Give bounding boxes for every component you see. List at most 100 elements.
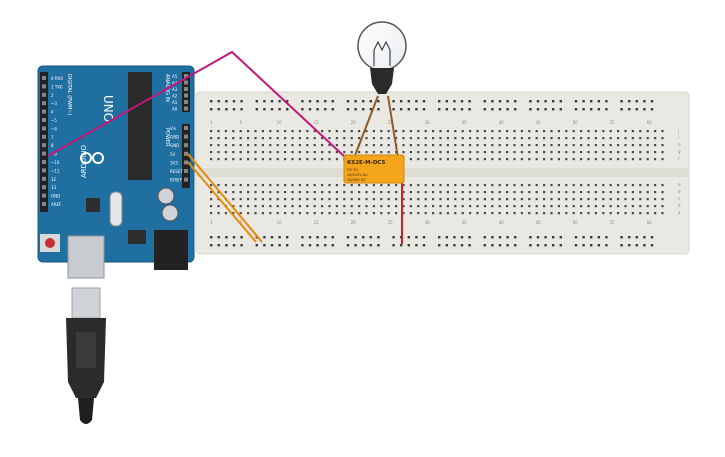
arduino-board[interactable]: ARDUINO UNO DIGITAL (PWM~) ANALOG IN POW…	[37, 65, 195, 279]
strip-hole	[587, 198, 590, 201]
strip-hole	[276, 212, 279, 215]
strip-hole	[646, 130, 649, 133]
strip-hole	[372, 130, 375, 133]
strip-hole	[454, 144, 457, 147]
strip-hole	[572, 205, 575, 208]
wire-lamp-2[interactable]	[387, 95, 399, 159]
digital-pin[interactable]	[42, 118, 46, 122]
strip-hole	[417, 198, 420, 201]
power-pin[interactable]	[184, 160, 188, 165]
wire-5v[interactable]	[187, 153, 263, 243]
strip-hole	[224, 130, 227, 133]
power-jack[interactable]	[154, 230, 188, 270]
rail-hole	[620, 108, 623, 111]
strip-hole	[210, 137, 213, 140]
power-header	[182, 124, 190, 188]
strip-hole	[239, 144, 242, 147]
wire-gnd[interactable]	[187, 161, 257, 243]
strip-hole	[543, 198, 546, 201]
digital-pin[interactable]	[42, 202, 46, 206]
strip-hole	[365, 191, 368, 194]
analog-pin[interactable]	[184, 100, 188, 104]
digital-pin[interactable]	[42, 151, 46, 156]
strip-hole	[483, 151, 486, 154]
rail-hole	[559, 108, 562, 111]
strip-hole	[469, 212, 472, 215]
wire-lamp-1[interactable]	[353, 95, 379, 159]
strip-hole	[343, 205, 346, 208]
column-label: 50	[573, 120, 579, 125]
analog-pin[interactable]	[184, 80, 188, 85]
wire-signal[interactable]	[47, 50, 347, 159]
rail-hole	[514, 100, 517, 103]
rail-hole	[308, 100, 312, 103]
strip-hole	[306, 151, 309, 154]
digital-pin[interactable]	[42, 193, 46, 198]
strip-hole	[476, 212, 479, 215]
rail-hole	[468, 244, 471, 247]
strip-hole	[469, 158, 472, 161]
strip-hole	[483, 130, 486, 133]
strip-hole	[395, 212, 398, 215]
analog-pin[interactable]	[184, 93, 188, 98]
strip-hole	[298, 151, 301, 154]
digital-pin[interactable]	[42, 84, 46, 89]
digital-pin[interactable]	[42, 160, 46, 164]
digital-pin[interactable]	[42, 176, 46, 181]
strip-hole	[417, 158, 420, 161]
reset-button-cap[interactable]	[45, 238, 55, 248]
strip-hole	[210, 158, 213, 161]
strip-hole	[387, 191, 390, 194]
power-pin[interactable]	[184, 134, 188, 139]
analog-pin[interactable]	[184, 74, 188, 78]
strip-hole	[232, 212, 235, 215]
column-label: 5	[240, 220, 243, 225]
digital-pin[interactable]	[42, 126, 46, 131]
digital-pin[interactable]	[42, 185, 46, 190]
power-pin[interactable]	[184, 143, 188, 148]
strip-hole	[321, 191, 324, 194]
strip-hole	[446, 184, 449, 187]
bulb-filament	[373, 40, 391, 66]
power-pin-label: 5V	[170, 152, 176, 157]
power-pin[interactable]	[184, 126, 188, 130]
relay-rating-1: DC 5V	[347, 168, 358, 172]
digital-pin[interactable]	[42, 76, 46, 80]
strip-hole	[624, 191, 627, 194]
rail-hole	[582, 108, 585, 111]
strip-hole	[491, 191, 494, 194]
strip-hole	[661, 184, 664, 187]
strip-hole	[557, 198, 560, 201]
rail-hole	[263, 236, 266, 239]
analog-pin[interactable]	[184, 87, 188, 91]
strip-hole	[446, 151, 449, 154]
rail-hole	[453, 244, 456, 247]
power-pin[interactable]	[184, 151, 188, 156]
strip-hole	[476, 144, 479, 147]
digital-pin[interactable]	[42, 168, 46, 173]
relay[interactable]: KS2E-M-DC5 DC 5V 1A/125V AC 2A/30V DC	[343, 154, 405, 184]
strip-hole	[432, 198, 435, 201]
digital-pin[interactable]	[42, 143, 46, 148]
strip-hole	[587, 151, 590, 154]
rail-hole	[438, 108, 441, 111]
power-pin[interactable]	[184, 177, 188, 182]
strip-hole	[291, 144, 294, 147]
row-label: e	[678, 182, 681, 187]
digital-pin[interactable]	[42, 109, 46, 114]
light-bulb-icon[interactable]	[357, 21, 407, 94]
strip-hole	[372, 191, 375, 194]
digital-pin[interactable]	[42, 101, 46, 106]
power-pin[interactable]	[184, 169, 188, 173]
rail-hole	[392, 236, 395, 239]
strip-hole	[210, 191, 213, 194]
rail-hole	[498, 108, 502, 111]
analog-pin[interactable]	[184, 106, 188, 111]
digital-pin[interactable]	[42, 92, 46, 97]
strip-hole	[439, 198, 442, 201]
usb-port[interactable]	[67, 235, 105, 279]
strip-hole	[224, 191, 227, 194]
rail-hole	[369, 244, 372, 247]
digital-pin[interactable]	[42, 134, 46, 139]
